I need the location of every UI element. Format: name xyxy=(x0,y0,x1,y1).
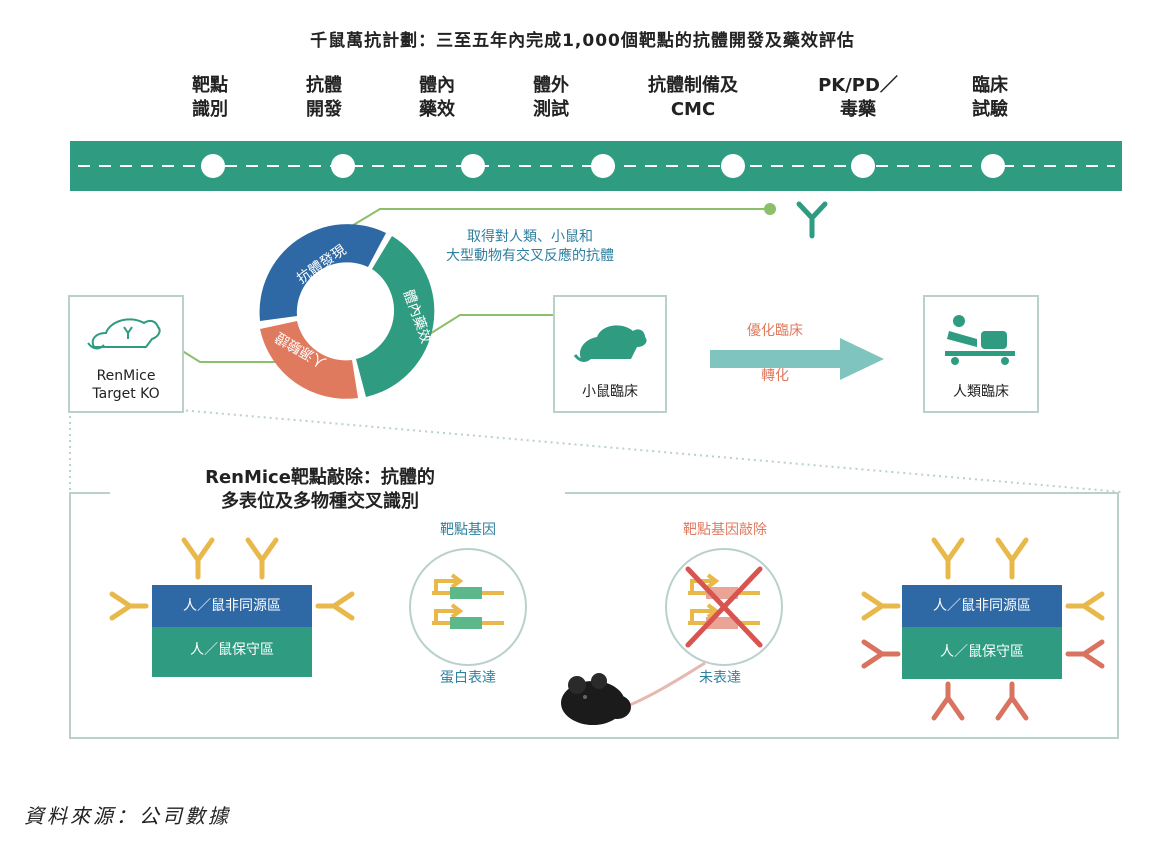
timeline-node xyxy=(721,154,745,178)
cross-reactive-note: 取得對人類、小鼠和 大型動物有交叉反應的抗體 xyxy=(446,229,614,264)
right-conserved-region: 人／鼠保守區 xyxy=(902,627,1062,679)
research-cycle-donut: 抗體發現 體內藥效 人源驗證 xyxy=(259,224,435,399)
stage-in-vitro-testing: 體外測試 xyxy=(533,75,569,120)
stage-in-vivo-efficacy: 體內藥效 xyxy=(419,75,455,120)
renmice-target-ko-box: RenMice Target KO xyxy=(68,295,184,413)
knockout-section-title: RenMice靶點敲除：抗體的 多表位及多物種交叉識別 xyxy=(205,467,435,512)
arrow-bottom-label: 轉化 xyxy=(761,368,789,384)
human-clinic-label: 人類臨床 xyxy=(953,384,1009,400)
knockout-title: 靶點基因敲除 xyxy=(683,522,767,538)
source-note: 資料來源：公司數據 xyxy=(24,804,231,828)
right-nonhomologous-region: 人／鼠非同源區 xyxy=(902,585,1062,627)
gene-title: 靶點基因 xyxy=(440,522,496,538)
human-clinic-box: 人類臨床 xyxy=(923,295,1039,413)
stage-clinical-trial: 臨床試驗 xyxy=(972,75,1008,120)
stage-target-identification: 靶點識別 xyxy=(192,75,228,120)
timeline-node xyxy=(981,154,1005,178)
left-conserved-region: 人／鼠保守區 xyxy=(152,627,312,677)
mouse-clinic-box: 小鼠臨床 xyxy=(553,295,667,413)
timeline-node xyxy=(461,154,485,178)
arrow-top-label: 優化臨床 xyxy=(747,323,803,339)
patient-bed-icon xyxy=(945,315,1015,365)
knockout-caption: 未表達 xyxy=(699,670,741,686)
mouse-icon xyxy=(573,325,647,362)
antibody-y-icon xyxy=(796,201,828,239)
timeline-dashes xyxy=(78,165,1115,167)
stage-pkpd-toxicology: PK/PD／毒藥 xyxy=(818,75,898,120)
renmice-label: RenMice Target KO xyxy=(92,368,160,402)
gene-expression-circle xyxy=(409,548,527,666)
black-mouse-image xyxy=(561,661,706,725)
timeline-node xyxy=(591,154,615,178)
gene-knockout-circle xyxy=(665,548,783,666)
mouse-outline-icon xyxy=(87,318,161,350)
translation-arrow xyxy=(710,338,884,380)
timeline-node xyxy=(851,154,875,178)
left-nonhomologous-region: 人／鼠非同源區 xyxy=(152,585,312,627)
mouse-clinic-label: 小鼠臨床 xyxy=(582,384,638,400)
diagram-title: 千鼠萬抗計劃：三至五年內完成1,000個靶點的抗體開發及藥效評估 xyxy=(310,31,855,51)
gene-caption: 蛋白表達 xyxy=(440,670,496,686)
stage-antibody-development: 抗體開發 xyxy=(306,75,342,120)
timeline-node xyxy=(201,154,225,178)
timeline-node xyxy=(331,154,355,178)
